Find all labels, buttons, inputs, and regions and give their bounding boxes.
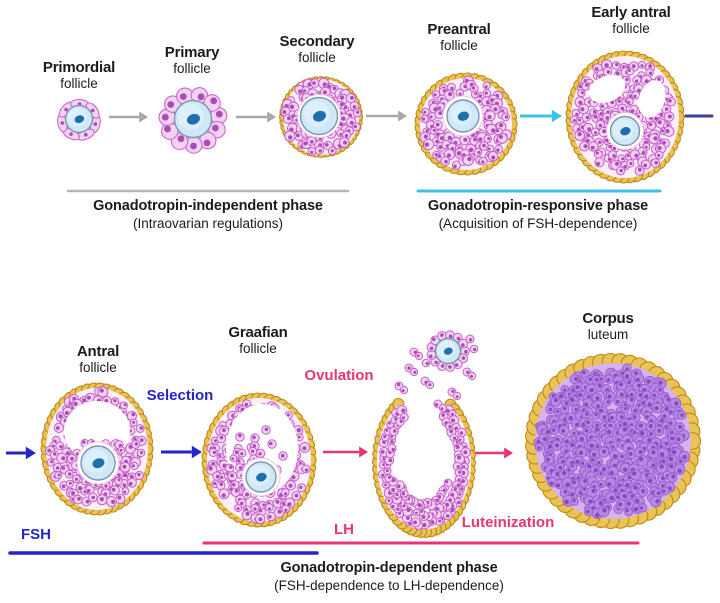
label-early-antral-follicle: Early antral follicle	[591, 4, 671, 37]
antral-follicle-illustration	[40, 382, 154, 516]
stage-sub: follicle	[239, 341, 277, 356]
phase-title: Gonadotropin-independent phase	[93, 198, 323, 214]
arrow-antral-to-graafian-selection	[161, 445, 202, 459]
stage-name: Early antral	[591, 4, 671, 21]
arrow-primary-to-secondary	[236, 111, 276, 123]
stage-sub: follicle	[79, 360, 117, 375]
graafian-follicle-illustration	[201, 392, 317, 528]
stage-sub: follicle	[60, 76, 98, 91]
stage-sub: follicle	[612, 21, 650, 36]
phase-gonadotropin-responsive: Gonadotropin-responsive phase (Acquisiti…	[428, 197, 648, 232]
preantral-follicle-illustration	[414, 72, 518, 176]
label-antral-follicle: Antral follicle	[77, 343, 119, 376]
phase-subtitle: (Intraovarian regulations)	[132, 216, 284, 231]
stage-name: Corpus	[582, 310, 634, 327]
stage-name: Primary	[164, 44, 220, 61]
stage-sub: follicle	[298, 50, 336, 65]
label-secondary-follicle: Secondary follicle	[280, 33, 355, 66]
luteinization-label: Luteinization	[461, 514, 555, 531]
phase-title: Gonadotropin-responsive phase	[427, 198, 649, 214]
ovulation-label: Ovulation	[304, 367, 374, 384]
label-preantral-follicle: Preantral follicle	[427, 21, 490, 54]
corpus-luteum-illustration	[525, 352, 702, 530]
stage-name: Graafian	[228, 324, 288, 341]
stage-name: Primordial	[42, 59, 116, 76]
primary-follicle-illustration	[158, 87, 228, 154]
label-corpus-luteum: Corpus luteum	[582, 310, 634, 343]
secondary-follicle-illustration	[278, 75, 364, 159]
stage-sub: luteum	[587, 327, 629, 342]
phase-gonadotropin-independent: Gonadotropin-independent phase (Intraova…	[93, 197, 323, 232]
phase-subtitle: (Acquisition of FSH-dependence)	[438, 216, 638, 231]
label-graafian-follicle: Graafian follicle	[228, 324, 287, 357]
arrow-graafian-to-ovulation	[323, 446, 368, 458]
arrow-primordial-to-primary	[109, 111, 148, 123]
arrow-secondary-to-preantral	[366, 110, 407, 122]
stage-name: Secondary	[279, 33, 355, 50]
ovulating-follicle-illustration	[371, 330, 479, 538]
label-primordial-follicle: Primordial follicle	[43, 59, 115, 92]
early-antral-follicle-illustration	[565, 50, 685, 184]
arrow-preantral-to-early-antral	[520, 109, 562, 123]
stage-name: Preantral	[427, 21, 491, 38]
stage-sub: follicle	[173, 61, 211, 76]
fsh-label: FSH	[21, 526, 51, 543]
stage-sub: follicle	[440, 38, 478, 53]
selection-label: Selection	[146, 387, 214, 404]
phase-subtitle: (FSH-dependence to LH-dependence)	[274, 578, 504, 593]
primordial-follicle-illustration	[57, 98, 101, 141]
phase-title: Gonadotropin-dependent phase	[280, 560, 498, 576]
phase-gonadotropin-dependent: Gonadotropin-dependent phase (FSH-depend…	[274, 559, 504, 594]
label-primary-follicle: Primary follicle	[164, 44, 220, 77]
stage-name: Antral	[76, 343, 120, 360]
arrow-ovulation-to-corpus-luteum	[474, 447, 513, 459]
lh-label: LH	[334, 521, 354, 538]
arrow-row-continuation-to-antral	[6, 446, 36, 460]
